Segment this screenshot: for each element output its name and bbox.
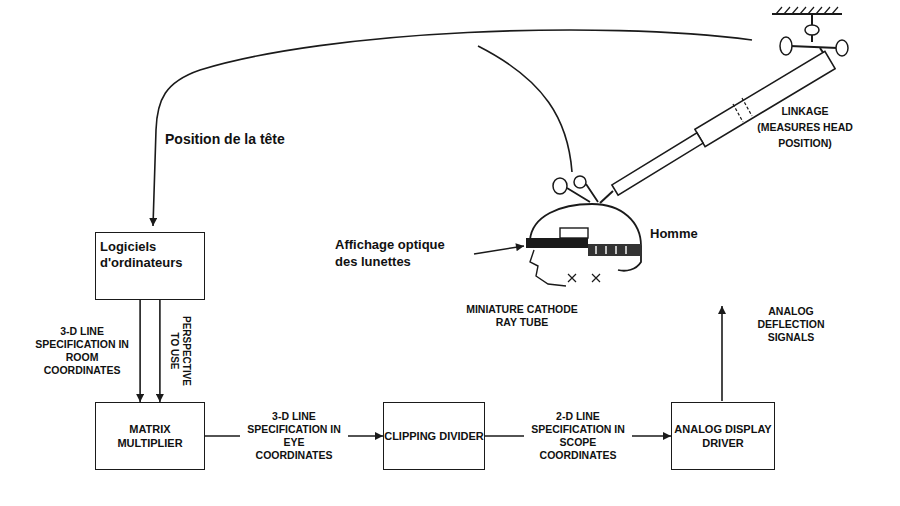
process-box: CLIPPING DIVIDER xyxy=(383,402,485,470)
signal-label: 3-D LINE SPECIFICATION IN EYE COORDINATE… xyxy=(240,410,348,462)
signal-label: 3-D LINE SPECIFICATION IN ROOM COORDINAT… xyxy=(32,325,132,377)
part-label: Homme xyxy=(650,226,698,242)
goggles xyxy=(526,238,588,248)
box-label: Logiciels d'ordinateurs xyxy=(100,239,200,271)
linkage-rod xyxy=(811,14,813,25)
linkage-inner-tube xyxy=(612,133,703,195)
process-box: Logiciels d'ordinateurs xyxy=(95,232,205,300)
signal-label: PERSPECTIVE TO USE xyxy=(168,309,192,393)
ceiling-hatch xyxy=(776,7,838,14)
leader-line xyxy=(474,246,524,254)
head-outline xyxy=(530,204,641,271)
signal-arrow xyxy=(159,300,161,402)
part-label: Affichage optique des lunettes xyxy=(335,236,470,270)
gimbal-joint xyxy=(553,178,567,194)
process-box: ANALOG DISPLAY DRIVER xyxy=(671,402,775,470)
signal-label: ANALOG DEFLECTION SIGNALS xyxy=(745,305,837,344)
box-label: ANALOG DISPLAY DRIVER xyxy=(672,422,774,450)
band-marks xyxy=(596,246,626,254)
part-label: LINKAGE (MEASURES HEAD POSITION) xyxy=(753,103,857,151)
head-band xyxy=(588,244,641,256)
sliding-joint xyxy=(733,98,752,122)
linkage-rod xyxy=(600,191,613,203)
gimbal-joint xyxy=(574,176,586,188)
gimbal-joint xyxy=(836,40,848,56)
gimbal-joint xyxy=(780,37,792,55)
deflection-signal-line xyxy=(721,306,723,401)
gimbal-arm xyxy=(567,184,598,202)
process-box: MATRIX MULTIPLIER xyxy=(95,402,205,470)
box-label: CLIPPING DIVIDER xyxy=(384,429,484,443)
miniature-crt xyxy=(560,228,588,238)
signal-label: 2-D LINE SPECIFICATION IN SCOPE COORDINA… xyxy=(524,410,632,462)
display-cable xyxy=(478,46,572,172)
part-label: MINIATURE CATHODE RAY TUBE xyxy=(458,303,586,329)
face-profile xyxy=(530,250,566,286)
signal-arrow xyxy=(139,300,141,402)
crt-marks xyxy=(568,274,600,282)
box-label: MATRIX MULTIPLIER xyxy=(96,422,204,450)
annotation: Position de la tête xyxy=(165,131,285,148)
gimbal-arm xyxy=(790,35,838,48)
head-position-wire xyxy=(153,30,752,226)
ceiling-line xyxy=(772,13,842,15)
gimbal-joint xyxy=(805,25,819,35)
